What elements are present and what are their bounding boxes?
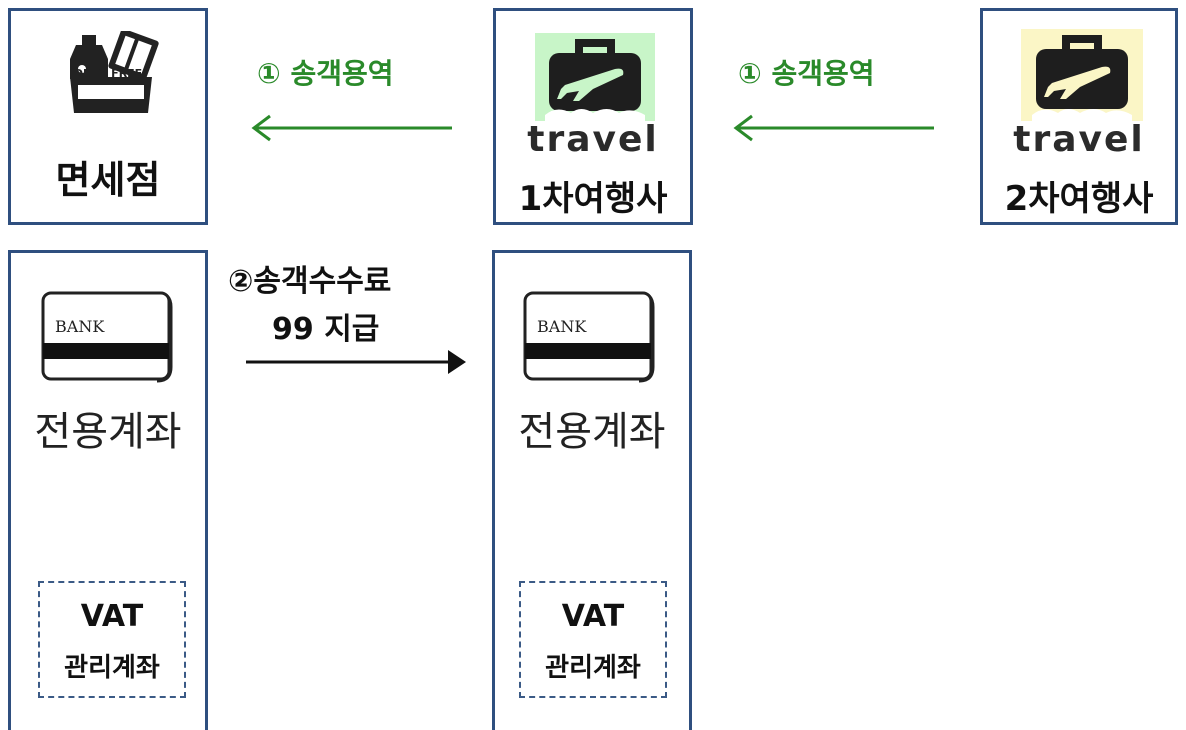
commission-payment-label-line2: 99 지급 — [272, 312, 380, 347]
bank-card-text: BANK — [55, 317, 105, 336]
duty-free-label: 면세점 — [55, 158, 161, 202]
vat-account-box: VAT 관리계좌 — [519, 581, 667, 698]
dedicated-account-label: 전용계좌 — [34, 409, 182, 455]
bank-card-icon — [41, 291, 173, 383]
dedicated-account-label: 전용계좌 — [518, 409, 666, 455]
referral-arrow-1 — [251, 114, 452, 142]
agency-account-box: BANK 전용계좌 VAT 관리계좌 — [492, 250, 692, 730]
referral-service-label-1: ① 송객용역 — [257, 57, 394, 90]
vat-line1: VAT — [80, 599, 144, 634]
vat-line2: 관리계좌 — [64, 653, 160, 683]
bank-card-text: BANK — [537, 317, 587, 336]
second-agency-label: 2차여행사 — [1004, 179, 1154, 219]
commission-payment-label-line1: ②송객수수료 — [228, 264, 392, 299]
bank-card-icon — [523, 291, 655, 383]
referral-service-label-2: ① 송객용역 — [738, 57, 875, 90]
vat-line1: VAT — [561, 599, 625, 634]
travel-suitcase-plane-icon — [1021, 29, 1143, 121]
first-agency-label: 1차여행사 — [518, 179, 668, 219]
referral-arrow-2 — [733, 114, 934, 142]
vat-account-box: VAT 관리계좌 — [38, 581, 186, 698]
duty-free-icon-text: DUTY FREE — [73, 67, 143, 80]
second-agency-box: travel 2차여행사 — [980, 8, 1178, 225]
travel-suitcase-plane-icon — [535, 33, 655, 121]
commission-payment-arrow — [246, 350, 466, 374]
first-agency-box: travel 1차여행사 — [493, 8, 693, 225]
first-agency-logo-text: travel — [527, 119, 659, 160]
duty-free-box: DUTY FREE 면세점 — [8, 8, 208, 225]
duty-free-shopping-bag-icon — [70, 31, 159, 113]
second-agency-logo-text: travel — [1013, 119, 1145, 160]
vat-line2: 관리계좌 — [545, 653, 641, 683]
duty-free-account-box: BANK 전용계좌 VAT 관리계좌 — [8, 250, 208, 730]
